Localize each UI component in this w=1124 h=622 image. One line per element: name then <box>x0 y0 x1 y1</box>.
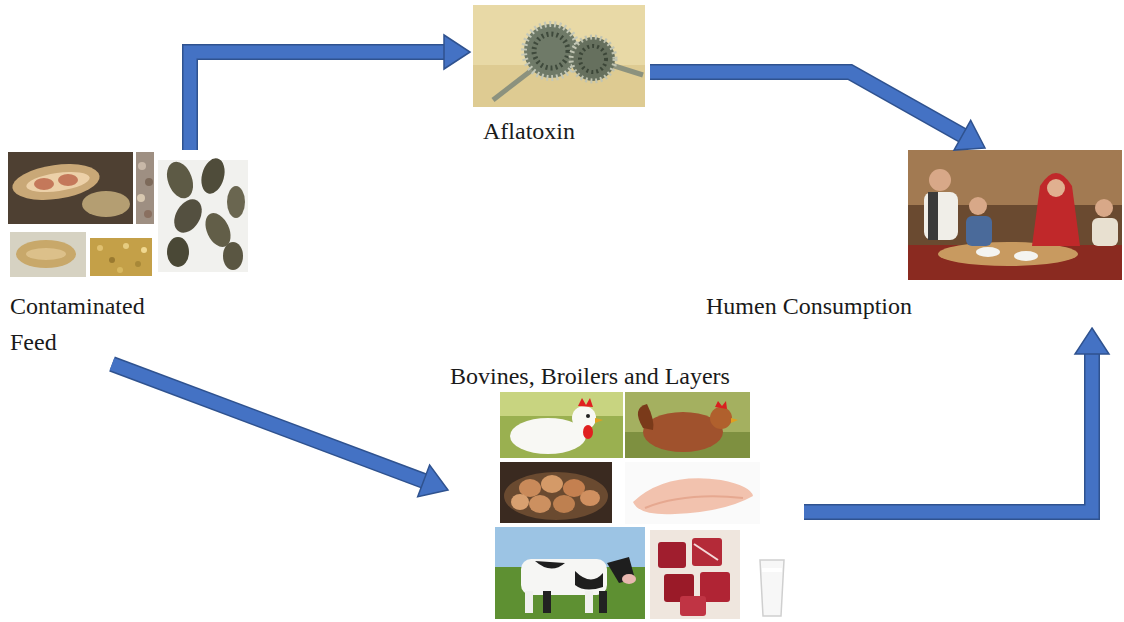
arrow-outline <box>190 52 446 150</box>
caption: Bovines, Broilers and Layers <box>450 358 800 394</box>
mould-group: Aflatoxin <box>470 5 650 153</box>
arrow-outline <box>112 364 426 482</box>
livestock-photos <box>495 392 784 619</box>
livestock-group: Bovines, Broilers and Layers <box>448 358 804 618</box>
arrow-head <box>418 465 448 497</box>
arrow-shaft <box>650 72 964 136</box>
arrow-outline <box>804 352 1092 512</box>
caption: Aflatoxin <box>483 113 643 149</box>
feed-photos <box>8 152 248 277</box>
consumer-group: Humen Consumption <box>700 148 1120 328</box>
flow-arrow <box>650 72 985 150</box>
arrow-outline <box>650 72 964 136</box>
family-photo <box>908 150 1122 280</box>
arrow-shaft <box>112 364 426 482</box>
flow-arrow <box>190 35 470 150</box>
caption: Contaminated Feed <box>10 288 180 360</box>
arrow-shaft <box>190 52 446 150</box>
arrow-head <box>954 120 985 150</box>
flow-arrow <box>804 328 1109 512</box>
caption: Humen Consumption <box>706 288 1006 324</box>
arrow-shaft <box>804 352 1092 512</box>
flow-arrow <box>112 364 448 497</box>
feed-group: Contaminated Feed <box>8 150 248 364</box>
mould-photo <box>473 5 645 107</box>
arrow-head <box>444 35 470 69</box>
arrow-head <box>1075 328 1109 354</box>
